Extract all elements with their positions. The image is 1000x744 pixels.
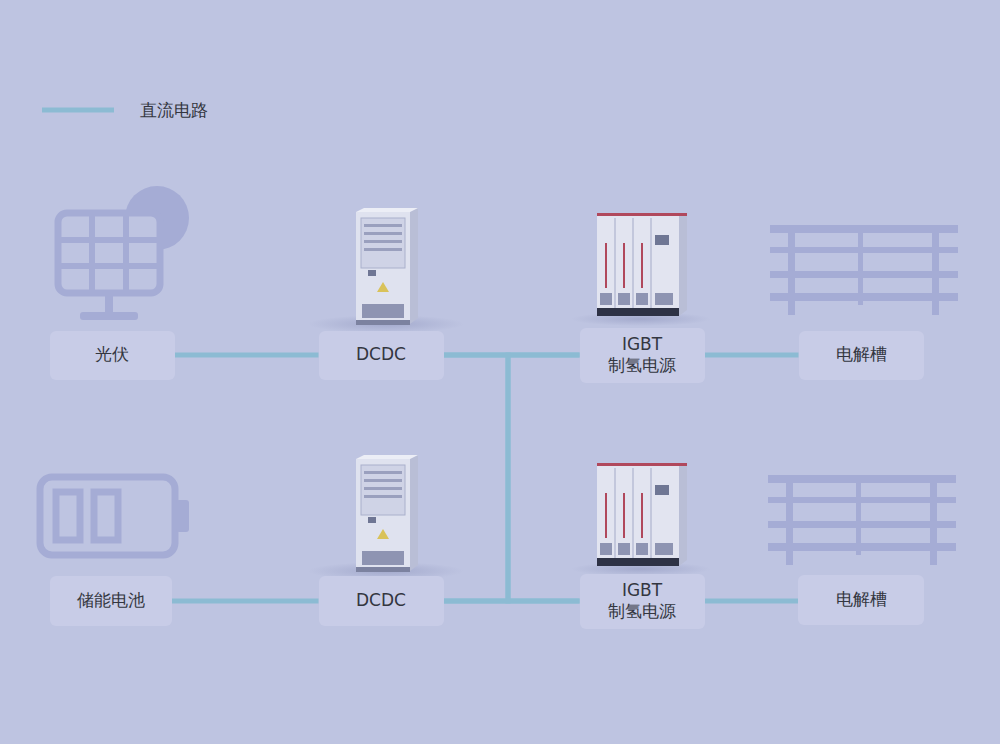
panel-grid — [123, 213, 129, 293]
dc-connector — [705, 599, 799, 604]
battery-body — [40, 477, 175, 555]
panel-grid — [58, 237, 160, 243]
dc-connector — [175, 353, 319, 358]
panel-grid — [89, 213, 95, 293]
solar-panel-icon — [58, 186, 189, 320]
legend-entry: 直流电路 — [42, 100, 208, 120]
label-box: 电解槽 — [799, 331, 924, 380]
label-text-group: DCDC — [356, 590, 406, 611]
dc-connector — [705, 353, 799, 358]
label-box: DCDC — [319, 576, 444, 626]
label-text-group: DCDC — [356, 344, 406, 365]
label-text: 电解槽 — [836, 589, 887, 610]
panel-base — [80, 312, 138, 320]
label-text: DCDC — [356, 590, 406, 611]
label-box: 光伏 — [50, 331, 175, 380]
igbt-cabinet — [571, 213, 711, 326]
dc-connector — [444, 355, 580, 601]
dcdc-cabinet — [308, 208, 464, 333]
label-box: IGBT 制氢电源 — [580, 328, 705, 383]
label-text: IGBT 制氢电源 — [596, 580, 688, 623]
battery-cell — [56, 492, 80, 540]
label-text: IGBT 制氢电源 — [596, 334, 688, 377]
label-text-group: 电解槽 — [836, 589, 887, 610]
label-text-group: 储能电池 — [77, 590, 145, 611]
panel-frame — [58, 213, 160, 293]
legend-text: 直流电路 — [140, 100, 208, 120]
legend-line — [42, 108, 114, 113]
label-box: 储能电池 — [50, 576, 172, 626]
label-text: 储能电池 — [77, 590, 145, 611]
electrolyzer-icon — [768, 475, 956, 565]
legend-line-sample — [42, 105, 140, 115]
label-text-group: 电解槽 — [836, 344, 887, 365]
label-text: 电解槽 — [836, 344, 887, 365]
panel-grid — [58, 263, 160, 269]
label-text-group: 光伏 — [95, 344, 129, 365]
label-text: 光伏 — [95, 344, 129, 365]
label-box: 电解槽 — [798, 575, 924, 625]
label-box: DCDC — [319, 331, 444, 380]
dc-connector — [444, 599, 580, 604]
label-box: IGBT 制氢电源 — [580, 574, 705, 629]
label-text-group: IGBT 制氢电源 — [596, 580, 688, 623]
dc-connector — [172, 599, 319, 604]
electrolyzer-icon — [770, 225, 958, 315]
battery-terminal — [176, 500, 189, 532]
igbt-cabinet — [571, 463, 711, 576]
dcdc-cabinet — [308, 455, 464, 580]
battery-icon — [40, 477, 189, 555]
battery-cell — [94, 492, 118, 540]
panel-stand — [105, 293, 113, 313]
label-text: DCDC — [356, 344, 406, 365]
dc-connector — [444, 355, 580, 601]
label-text-group: IGBT 制氢电源 — [596, 334, 688, 377]
